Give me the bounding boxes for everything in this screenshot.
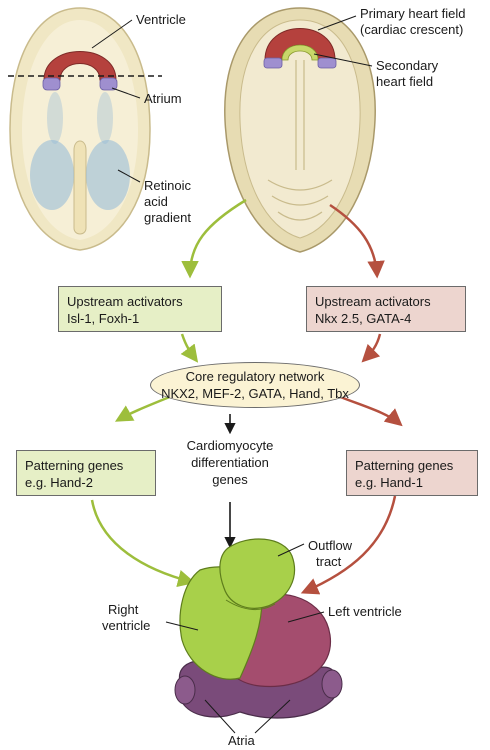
patterning-left-example: e.g. Hand-2 [25, 475, 93, 490]
arrow-patterning-right-to-heart [300, 495, 397, 595]
left-ventricle-label: Left ventricle [328, 604, 402, 619]
outflow-tract-shape [219, 538, 296, 609]
arrow-upstream-left-to-core [180, 333, 199, 363]
primary-heart-field-label-2: (cardiac crescent) [360, 22, 463, 37]
core-genes: NKX2, MEF-2, GATA, Hand, Tbx [161, 386, 349, 401]
arrow-core-to-patterning-left [114, 394, 173, 422]
differentiation-label-2: differentiation [191, 455, 269, 470]
upstream-right-title: Upstream activators [315, 294, 431, 309]
outflow-tract-label-1: Outflow [308, 538, 353, 553]
core-title: Core regulatory network [185, 369, 325, 384]
upstream-left-title: Upstream activators [67, 294, 183, 309]
patterning-left-title: Patterning genes [25, 458, 124, 473]
secondary-heart-field-label-2: heart field [376, 74, 433, 89]
patterning-genes-left-box: Patterning genes e.g. Hand-2 [16, 450, 156, 496]
retinoic-acid-label-2: acid [144, 194, 168, 209]
left-atrium-field-r [99, 77, 118, 91]
left-embryo [8, 7, 162, 251]
left-atrium-field-l [42, 77, 61, 91]
secondary-heart-field-label-1: Secondary [376, 58, 439, 73]
upstream-left-genes: Isl-1, Foxh-1 [67, 311, 140, 326]
right-ventricle-label-2: ventricle [102, 618, 150, 633]
atrium-label: Atrium [144, 91, 182, 106]
patterning-genes-right-box: Patterning genes e.g. Hand-1 [346, 450, 478, 496]
arrow-core-to-patterning-right [337, 394, 403, 427]
upstream-right-genes: Nkx 2.5, GATA-4 [315, 311, 412, 326]
retinoic-acid-label-3: gradient [144, 210, 191, 225]
secondary-heart-field [281, 44, 319, 61]
right-embryo [224, 7, 376, 253]
arrow-embryo-to-upstream-right [329, 203, 385, 279]
retinoic-acid-gradient-marks [30, 92, 130, 210]
patterning-right-example: e.g. Hand-1 [355, 475, 423, 490]
upstream-activators-left-box: Upstream activators Isl-1, Foxh-1 [58, 286, 222, 332]
arrow-upstream-right-to-core [361, 333, 382, 363]
patterning-right-title: Patterning genes [355, 458, 454, 473]
atria-label: Atria [228, 733, 256, 748]
differentiation-label-1: Cardiomyocyte [187, 438, 274, 453]
outflow-tract-label-2: tract [316, 554, 342, 569]
right-ventricle-label-1: Right [108, 602, 139, 617]
ventricle-label: Ventricle [136, 12, 186, 27]
arrow-embryo-to-upstream-left [181, 198, 247, 279]
core-regulatory-network: Core regulatory network NKX2, MEF-2, GAT… [150, 362, 360, 408]
upstream-activators-right-box: Upstream activators Nkx 2.5, GATA-4 [306, 286, 466, 332]
differentiation-label-3: genes [212, 472, 248, 487]
arrow-patterning-left-to-heart [90, 499, 196, 588]
primary-heart-field-label-1: Primary heart field [360, 6, 465, 21]
heart-illustration [165, 538, 343, 734]
retinoic-acid-label-1: Retinoic [144, 178, 191, 193]
